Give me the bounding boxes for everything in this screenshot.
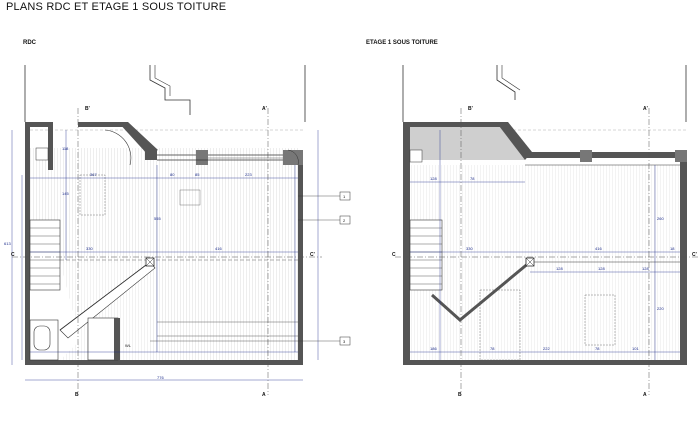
rdc-dim-613: 613 (4, 241, 11, 246)
rdc-tag-1: 1 (343, 194, 346, 199)
rdc-dim-367: 367 (90, 172, 97, 177)
etage-dim-101: 101 (632, 346, 639, 351)
etage-section-a-top: A' (643, 106, 648, 112)
rdc-plan-label: RDC (23, 40, 36, 46)
rdc-section-b-top: B' (85, 106, 90, 112)
etage-wall-bottom (403, 360, 687, 365)
rdc-dim-223: 223 (245, 172, 252, 177)
rdc-dim-776: 776 (157, 375, 164, 380)
rdc-section-a-top: A' (262, 106, 267, 112)
rdc-section-c-left: C (11, 252, 15, 258)
etage-dim-128c: 128 (598, 266, 605, 271)
rdc-tag-3: 3 (343, 339, 346, 344)
rdc-dim-145: 145 (62, 191, 69, 196)
rdc-dim-416: 416 (215, 246, 222, 251)
rdc-living-floor (30, 148, 298, 263)
rdc-wall-bottom (25, 360, 303, 365)
rdc-tag-2: 2 (343, 218, 346, 223)
etage-dim-186: 186 (430, 346, 437, 351)
rdc-dim-555: 555 (154, 216, 161, 221)
etage-dim-128b: 128 (556, 266, 563, 271)
page-title: PLANS RDC ET ETAGE 1 SOUS TOITURE (6, 1, 227, 13)
etage-dim-78b: 78 (490, 346, 495, 351)
rdc-dim-330: 330 (86, 246, 93, 251)
etage-section-c-left: C (392, 252, 396, 258)
etage-dim-222: 222 (543, 346, 550, 351)
etage-dim-78c: 78 (595, 346, 600, 351)
etage-dim-78a: 78 (470, 176, 475, 181)
etage-roof-area (410, 127, 525, 160)
rdc-section-a-bottom: A (262, 392, 266, 398)
etage-section-b-bottom: B (458, 392, 462, 398)
etage-dim-416: 416 (595, 246, 602, 251)
rdc-wall-right (298, 158, 303, 365)
etage-dim-220: 220 (657, 306, 664, 311)
etage-wall-right (680, 150, 687, 365)
rdc-plan: 118 367 80 85 223 145 330 416 776 613 55… (4, 65, 351, 398)
etage-section-c-right: C' (692, 252, 697, 258)
rdc-wl-label: WL (125, 343, 132, 348)
rdc-section-c-right: C' (310, 252, 315, 258)
etage-dim-128a: 128 (430, 176, 437, 181)
etage-dim-330: 330 (466, 246, 473, 251)
etage-wall-left (403, 122, 410, 365)
etage-plan-label: ETAGE 1 SOUS TOITURE (366, 40, 438, 46)
rdc-wall-left (25, 122, 30, 365)
etage-dim-260: 260 (657, 216, 664, 221)
etage-dim-128d: 128 (642, 266, 649, 271)
etage-dim-18: 18 (670, 246, 675, 251)
rdc-dim-85: 85 (195, 172, 200, 177)
rdc-section-b-bottom: B (75, 392, 79, 398)
etage-section-b-top: B' (468, 106, 473, 112)
etage-plan: 128 78 330 416 18 128 128 128 186 78 222… (392, 65, 700, 398)
etage-section-a-bottom: A (643, 392, 647, 398)
rdc-dim-118: 118 (62, 146, 69, 151)
rdc-dim-80: 80 (170, 172, 175, 177)
